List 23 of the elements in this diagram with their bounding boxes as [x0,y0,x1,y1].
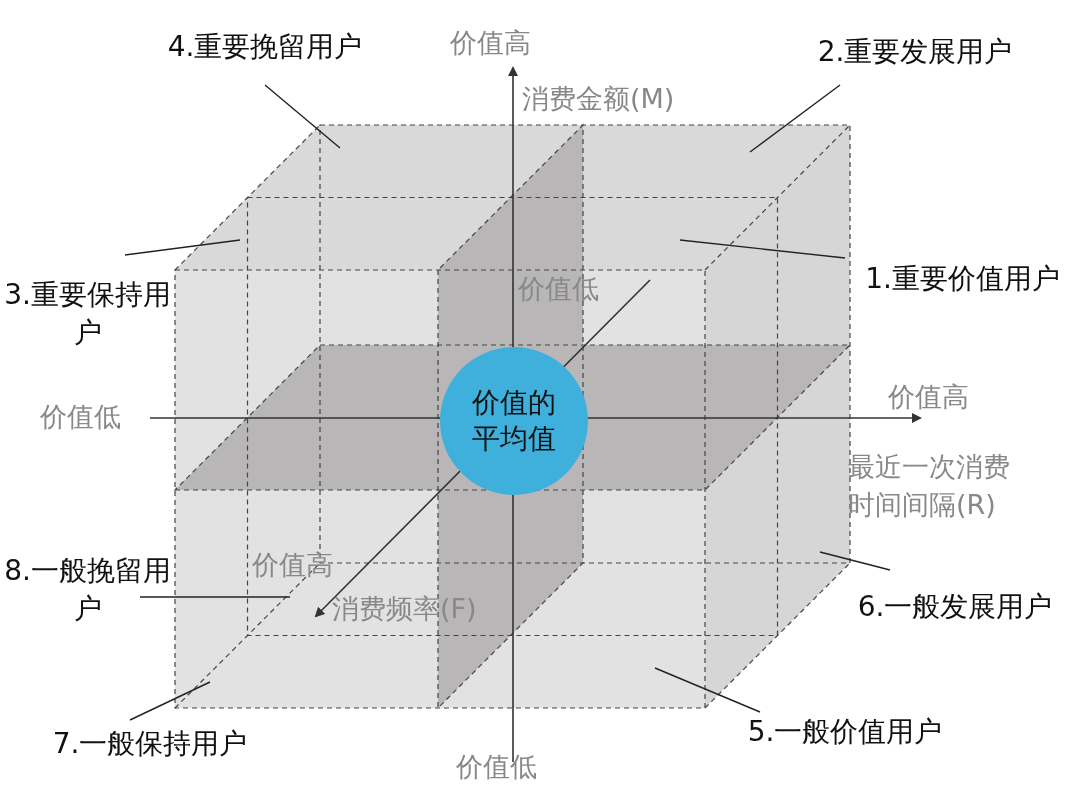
leader-line [264,84,341,149]
axis-label: 价值低 [456,750,538,784]
leader-line [139,596,291,598]
leader-line [124,239,241,256]
axis-label: 价值高 [450,26,532,60]
leader-line [819,551,891,571]
axis-label: 最近一次消费时间间隔(R) [848,450,1011,522]
segment-label: 4.重要挽留用户 [150,28,380,66]
segment-label: 2.重要发展用户 [795,33,1035,71]
axis-label: 价值低 [40,400,122,434]
segment-label: 5.一般价值用户 [725,713,965,751]
leader-line [679,239,846,259]
segment-label: 3.重要保持用户 [0,276,175,352]
segment-label: 1.重要价值用户 [845,260,1080,298]
axis-label: 价值高 [252,548,334,582]
segment-label: 8.一般挽留用户 [0,552,175,628]
leader-line [129,681,211,721]
axis-label: 消费金额(M) [522,82,676,116]
segment-label: 6.一般发展用户 [835,588,1075,626]
leader-line [749,84,841,153]
segment-label: 7.一般保持用户 [30,725,270,763]
axis-label: 价值高 [888,380,970,414]
leader-line [654,667,761,713]
